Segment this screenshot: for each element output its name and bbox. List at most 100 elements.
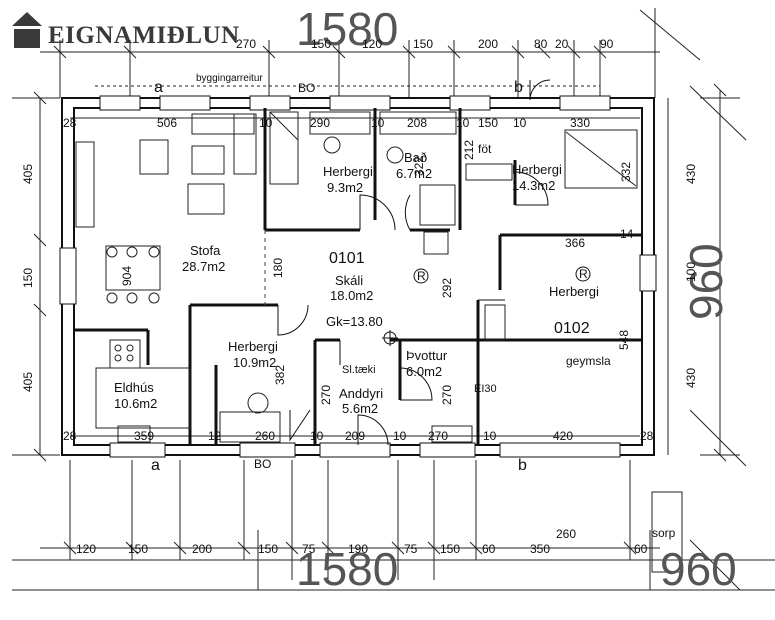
- room-eldhus-area: 10.6m2: [114, 396, 157, 411]
- room-anddyri-area: 5.6m2: [342, 401, 378, 416]
- dim-382: 382: [273, 365, 287, 385]
- dim-270b: 270: [440, 385, 454, 405]
- dim-548: 548: [617, 330, 631, 350]
- inner-bottom-dim-8: 10: [483, 429, 497, 443]
- bottom-dim-10: 60: [634, 542, 648, 556]
- bottom-dim-4: 75: [302, 542, 316, 556]
- inner-bottom-dim-3: 260: [255, 429, 275, 443]
- top-dim-6: 20: [555, 37, 569, 51]
- room-herbergi1-name: Herbergi: [323, 164, 373, 179]
- r-marker-2: R: [579, 267, 588, 281]
- section-mark-a-bottom: a: [151, 457, 160, 474]
- inner-top-dim-9: 330: [570, 116, 590, 130]
- room-thvottur-name: Þvottur: [406, 348, 448, 363]
- inner-top-dim-7: 150: [478, 116, 498, 130]
- left-dim-2: 405: [21, 372, 35, 392]
- inner-bottom-dim-6: 10: [393, 429, 407, 443]
- inner-top-dim-0: 28: [63, 116, 77, 130]
- top-dim-0: 270: [236, 37, 256, 51]
- inner-top-dim-4: 10: [371, 116, 385, 130]
- inner-bottom-dim-5: 209: [345, 429, 365, 443]
- inner-bottom-dim-1: 359: [134, 429, 154, 443]
- inner-bottom-dim-7: 270: [428, 429, 448, 443]
- inner-top-dim-6: 10: [456, 116, 470, 130]
- overall-width-top: 1580: [296, 3, 398, 55]
- room-herbergi2-area: 14.3m2: [512, 178, 555, 193]
- logo: EIGNAMIÐLUN: [12, 12, 240, 48]
- top-dim-4: 200: [478, 37, 498, 51]
- top-dim-3: 150: [413, 37, 433, 51]
- unit-0102: 0102: [554, 320, 590, 337]
- room-herbergi4-name: Herbergi: [549, 284, 599, 299]
- dim-366: 366: [565, 236, 585, 250]
- bottom-dim-1: 150: [128, 542, 148, 556]
- top-dim-2: 120: [362, 37, 382, 51]
- left-dim-1: 150: [21, 268, 35, 288]
- inner-bottom-dim-2: 12: [208, 429, 222, 443]
- right-dim-2: 430: [684, 368, 698, 388]
- room-skali-area: 18.0m2: [330, 288, 373, 303]
- room-thvottur-area: 6.0m2: [406, 364, 442, 379]
- section-mark-a-top: a: [154, 79, 163, 96]
- room-herbergi3-area: 10.9m2: [233, 355, 276, 370]
- bottom-dim-7: 150: [440, 542, 460, 556]
- dim-322: 322: [412, 156, 426, 176]
- inner-bottom-dim-9: 420: [553, 429, 573, 443]
- dim-270a: 270: [319, 385, 333, 405]
- room-skali-name: Skáli: [335, 273, 363, 288]
- dim-14: 14: [620, 227, 634, 241]
- dim-260-bottom: 260: [556, 527, 576, 541]
- top-dim-1: 150: [311, 37, 331, 51]
- section-mark-b-bottom: b: [518, 457, 527, 474]
- right-dim-0: 430: [684, 164, 698, 184]
- top-dim-5: 80: [534, 37, 548, 51]
- room-stofa-area: 28.7m2: [182, 259, 225, 274]
- smoke-detector-icon: [413, 268, 429, 284]
- label-bo-bottom: BO: [254, 457, 271, 471]
- label-bo-top: BO: [298, 81, 315, 95]
- label-fot: föt: [478, 142, 492, 156]
- room-herbergi3-name: Herbergi: [228, 339, 278, 354]
- smoke-detector-icon: [575, 266, 591, 282]
- room-eldhus-name: Eldhús: [114, 380, 154, 395]
- inner-bottom-dim-0: 28: [63, 429, 77, 443]
- inner-top-dim-1: 506: [157, 116, 177, 130]
- label-byggingarreitur: byggingarreitur: [196, 73, 263, 84]
- bottom-dim-5: 190: [348, 542, 368, 556]
- inner-bottom-dim-10: 28: [640, 429, 654, 443]
- dim-904: 904: [120, 266, 134, 286]
- inner-top-dim-2: 10: [259, 116, 273, 130]
- bottom-dim-6: 75: [404, 542, 418, 556]
- right-dim-1: 100: [684, 262, 698, 282]
- room-stofa-name: Stofa: [190, 243, 221, 258]
- top-dim-7: 90: [600, 37, 614, 51]
- room-bad-name: Bað: [404, 150, 427, 165]
- room-herbergi1-area: 9.3m2: [327, 180, 363, 195]
- bottom-dim-2: 200: [192, 542, 212, 556]
- house-icon: [12, 12, 42, 48]
- inner-top-dim-3: 290: [310, 116, 330, 130]
- section-mark-b-top: b: [514, 79, 523, 96]
- room-geymsla-name: geymsla: [566, 354, 611, 368]
- overall-width-bottom: 1580: [296, 543, 398, 595]
- unit-0101: 0101: [329, 250, 365, 267]
- room-bad-area: 6.7m2: [396, 166, 432, 181]
- logo-text: EIGNAMIÐLUN: [48, 22, 240, 49]
- room-anddyri-name: Anddyri: [339, 386, 383, 401]
- bottom-dim-9: 350: [530, 542, 550, 556]
- inner-bottom-dim-4: 10: [310, 429, 324, 443]
- label-sorp: sorp: [652, 526, 676, 540]
- inner-top-dim-5: 208: [407, 116, 427, 130]
- dim-332: 332: [619, 162, 633, 182]
- dim-292: 292: [440, 278, 454, 298]
- overall-height-right: 960: [680, 243, 732, 320]
- bottom-dim-3: 150: [258, 542, 278, 556]
- overall-height-right-bottom: 960: [660, 543, 737, 595]
- dim-212: 212: [462, 140, 476, 160]
- bottom-dim-8: 60: [482, 542, 496, 556]
- r-marker-1: R: [417, 269, 426, 283]
- inner-top-dim-8: 10: [513, 116, 527, 130]
- label-sl-taeki: Sl.tæki: [342, 364, 376, 376]
- room-herbergi2-name: Herbergi: [512, 162, 562, 177]
